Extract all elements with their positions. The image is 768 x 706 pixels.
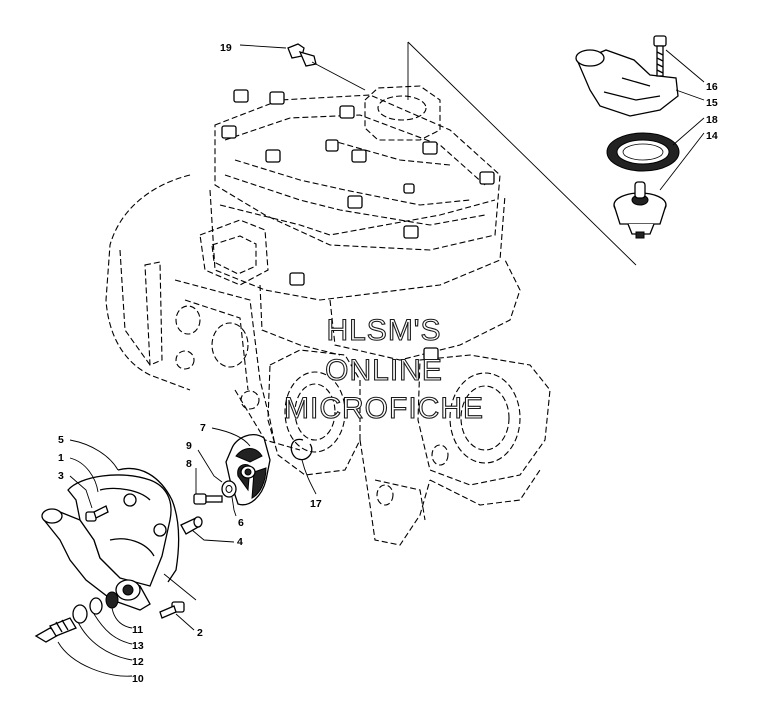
part-14-thermostat: [613, 181, 667, 239]
part-17-circlip: [290, 438, 317, 495]
explode-line-pump: [163, 573, 197, 601]
part-12-washer: [72, 604, 88, 624]
callout-9: 9: [186, 440, 192, 452]
callout-19: 19: [220, 42, 232, 54]
callout-17: 17: [310, 498, 322, 510]
watermark-line-3: MICROFICHE: [284, 392, 484, 425]
callout-7: 7: [200, 422, 206, 434]
part-5-pump-gasket: [117, 467, 180, 583]
callout-16: 16: [706, 81, 718, 93]
part-18-gasket: [606, 132, 680, 172]
callout-11: 11: [132, 624, 143, 636]
callout-5: 5: [58, 434, 64, 446]
part-10-drain-plug: [34, 617, 77, 643]
head-bolts: [221, 89, 495, 361]
part-3-bolt: [85, 505, 109, 522]
callout-14: 14: [706, 130, 718, 142]
callout-3: 3: [58, 470, 64, 482]
part-15-thermostat-cover: [575, 49, 679, 117]
part-19-fitting: [239, 43, 366, 91]
watermark-line-2: ONLINE: [325, 354, 443, 387]
part-1-pump-housing: [41, 474, 172, 611]
part-16-bolt: [653, 35, 667, 77]
explode-line-thermostat: [407, 41, 637, 266]
callout-4: 4: [237, 536, 243, 548]
callout-8: 8: [186, 458, 192, 470]
engine-block: [105, 85, 551, 546]
callout-1: 1: [58, 452, 64, 464]
callout-10: 10: [132, 673, 144, 685]
part-8-bolt: [193, 493, 223, 505]
callout-15: 15: [706, 97, 718, 109]
watermark: HLSM'S ONLINE MICROFICHE: [283, 313, 484, 425]
part-4-sleeve: [180, 516, 203, 535]
callout-6: 6: [238, 517, 244, 529]
callout-12: 12: [132, 656, 144, 668]
part-13-o-ring: [89, 597, 103, 615]
part-2-bolt: [159, 601, 185, 619]
callout-2: 2: [197, 627, 203, 639]
callout-13: 13: [132, 640, 144, 652]
watermark-line-1: HLSM'S: [326, 314, 441, 347]
part-11-seal: [105, 591, 119, 609]
part-9-washer: [221, 480, 237, 498]
callout-labels: 19 16 15 18 14 5 1 3 7 9 8 6 4 17 2 11 1…: [58, 42, 718, 685]
callout-18: 18: [706, 114, 718, 126]
part-7-impeller: [225, 434, 271, 506]
